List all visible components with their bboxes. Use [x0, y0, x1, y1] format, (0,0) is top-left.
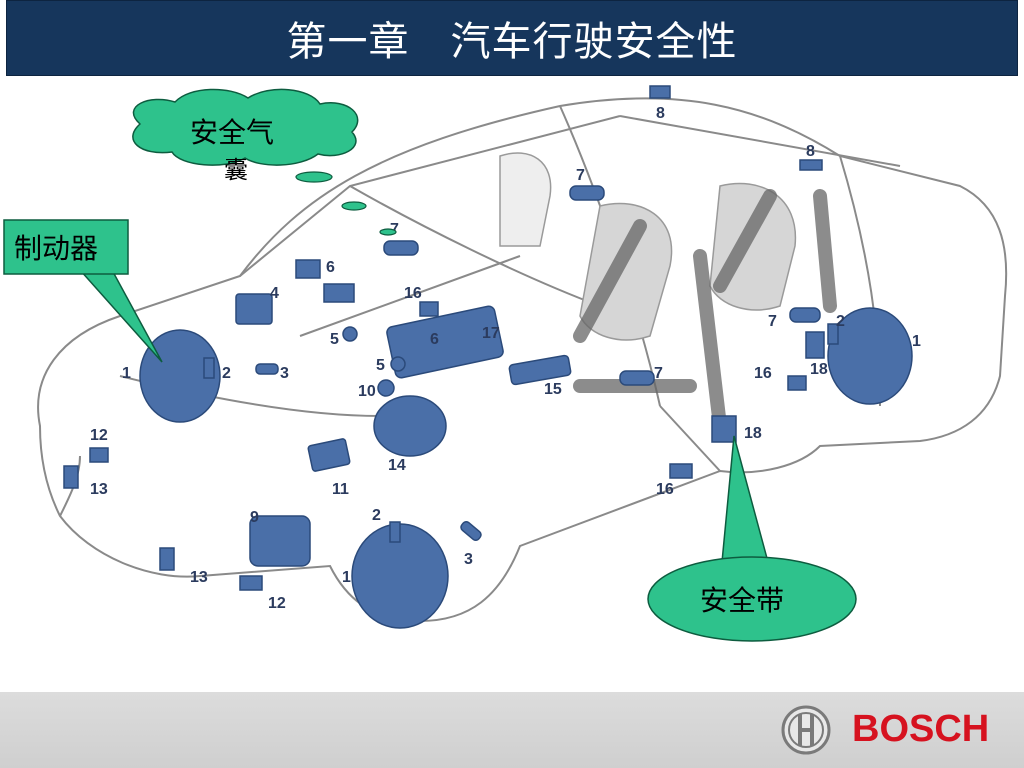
- part-label: 18: [744, 425, 762, 442]
- part-label: 3: [280, 365, 289, 382]
- component-6b: [323, 283, 355, 303]
- component-16c: [669, 463, 693, 479]
- airbag-callout: 安全气 囊: [132, 88, 397, 236]
- part-label: 16: [404, 285, 422, 302]
- part-label: 9: [250, 509, 259, 526]
- part-label: 1: [342, 569, 351, 586]
- bosch-armature-icon: [781, 705, 831, 755]
- part-label: 4: [270, 285, 279, 302]
- part-label: 1: [122, 365, 131, 382]
- component-11: [307, 438, 351, 472]
- part-label: 2: [372, 507, 381, 524]
- part-number-labels: 8 8 7 7 6 4 16 5 6 17 5 1 2 3 10 15 7 16…: [90, 105, 921, 612]
- part-label: 13: [90, 481, 108, 498]
- part-label: 1: [912, 333, 921, 350]
- component-8a: [649, 85, 671, 99]
- part-label: 5: [376, 357, 385, 374]
- page-title: 第一章 汽车行驶安全性: [286, 19, 738, 65]
- footer-bar: [0, 692, 1024, 768]
- part-label: 12: [268, 595, 286, 612]
- component-2a: [203, 357, 215, 379]
- component-3b: [460, 520, 482, 542]
- bosch-wordmark: BOSCH: [852, 708, 990, 750]
- safety-components: [63, 85, 913, 629]
- brake-callout-label: 制动器: [14, 232, 98, 265]
- part-label: 8: [656, 105, 665, 122]
- airbag-callout-line2: 囊: [224, 156, 248, 184]
- component-7d: [789, 307, 821, 323]
- part-label: 10: [358, 383, 376, 400]
- part-label: 7: [654, 365, 663, 382]
- component-15: [508, 354, 572, 386]
- component-8b: [799, 159, 823, 171]
- part-label: 17: [482, 325, 500, 342]
- component-12a: [89, 447, 109, 463]
- part-label: 11: [332, 481, 349, 498]
- component-16b: [787, 375, 807, 391]
- part-label: 13: [190, 569, 208, 586]
- component-18b: [711, 415, 737, 443]
- component-6a: [295, 259, 321, 279]
- part-label: 2: [222, 365, 231, 382]
- component-3a: [255, 363, 279, 375]
- seatbelt-callout-label: 安全带: [700, 584, 784, 617]
- front-left-brake-disc: [139, 329, 221, 423]
- part-label: 3: [464, 551, 473, 568]
- component-9: [249, 515, 311, 567]
- part-label: 12: [90, 427, 108, 444]
- component-10: [377, 379, 395, 397]
- part-label: 16: [656, 481, 674, 498]
- seat-belts: [573, 189, 837, 433]
- part-label: 18: [810, 361, 828, 378]
- part-label: 15: [544, 381, 562, 398]
- component-13b: [159, 547, 175, 571]
- component-13a: [63, 465, 79, 489]
- component-7c: [619, 370, 655, 386]
- part-label: 2: [836, 313, 845, 330]
- brake-callout: 制动器: [3, 219, 163, 363]
- component-5a: [342, 326, 358, 342]
- car-safety-diagram: 8 8 7 7 6 4 16 5 6 17 5 1 2 3 10 15 7 16…: [3, 85, 1008, 642]
- part-label: 16: [754, 365, 772, 382]
- part-label: 8: [806, 143, 815, 160]
- component-12b: [239, 575, 263, 591]
- component-16a: [419, 301, 439, 317]
- component-4: [235, 293, 273, 325]
- component-7b: [569, 185, 605, 201]
- control-unit: [386, 305, 504, 379]
- airbag-callout-line1: 安全气: [190, 116, 274, 149]
- component-18a: [805, 331, 825, 359]
- part-label: 5: [330, 331, 339, 348]
- part-label: 6: [326, 259, 335, 276]
- part-label: 7: [768, 313, 777, 330]
- component-2c: [827, 323, 839, 345]
- rear-brake-disc: [827, 307, 913, 405]
- brake-booster: [373, 395, 447, 457]
- title-bar: 第一章 汽车行驶安全性: [6, 0, 1018, 76]
- component-2b: [389, 521, 401, 543]
- part-label: 7: [576, 167, 585, 184]
- component-5b: [390, 356, 406, 372]
- part-label: 6: [430, 331, 439, 348]
- seatbelt-callout: 安全带: [647, 435, 857, 642]
- component-7a: [383, 240, 419, 256]
- part-label: 14: [388, 457, 406, 474]
